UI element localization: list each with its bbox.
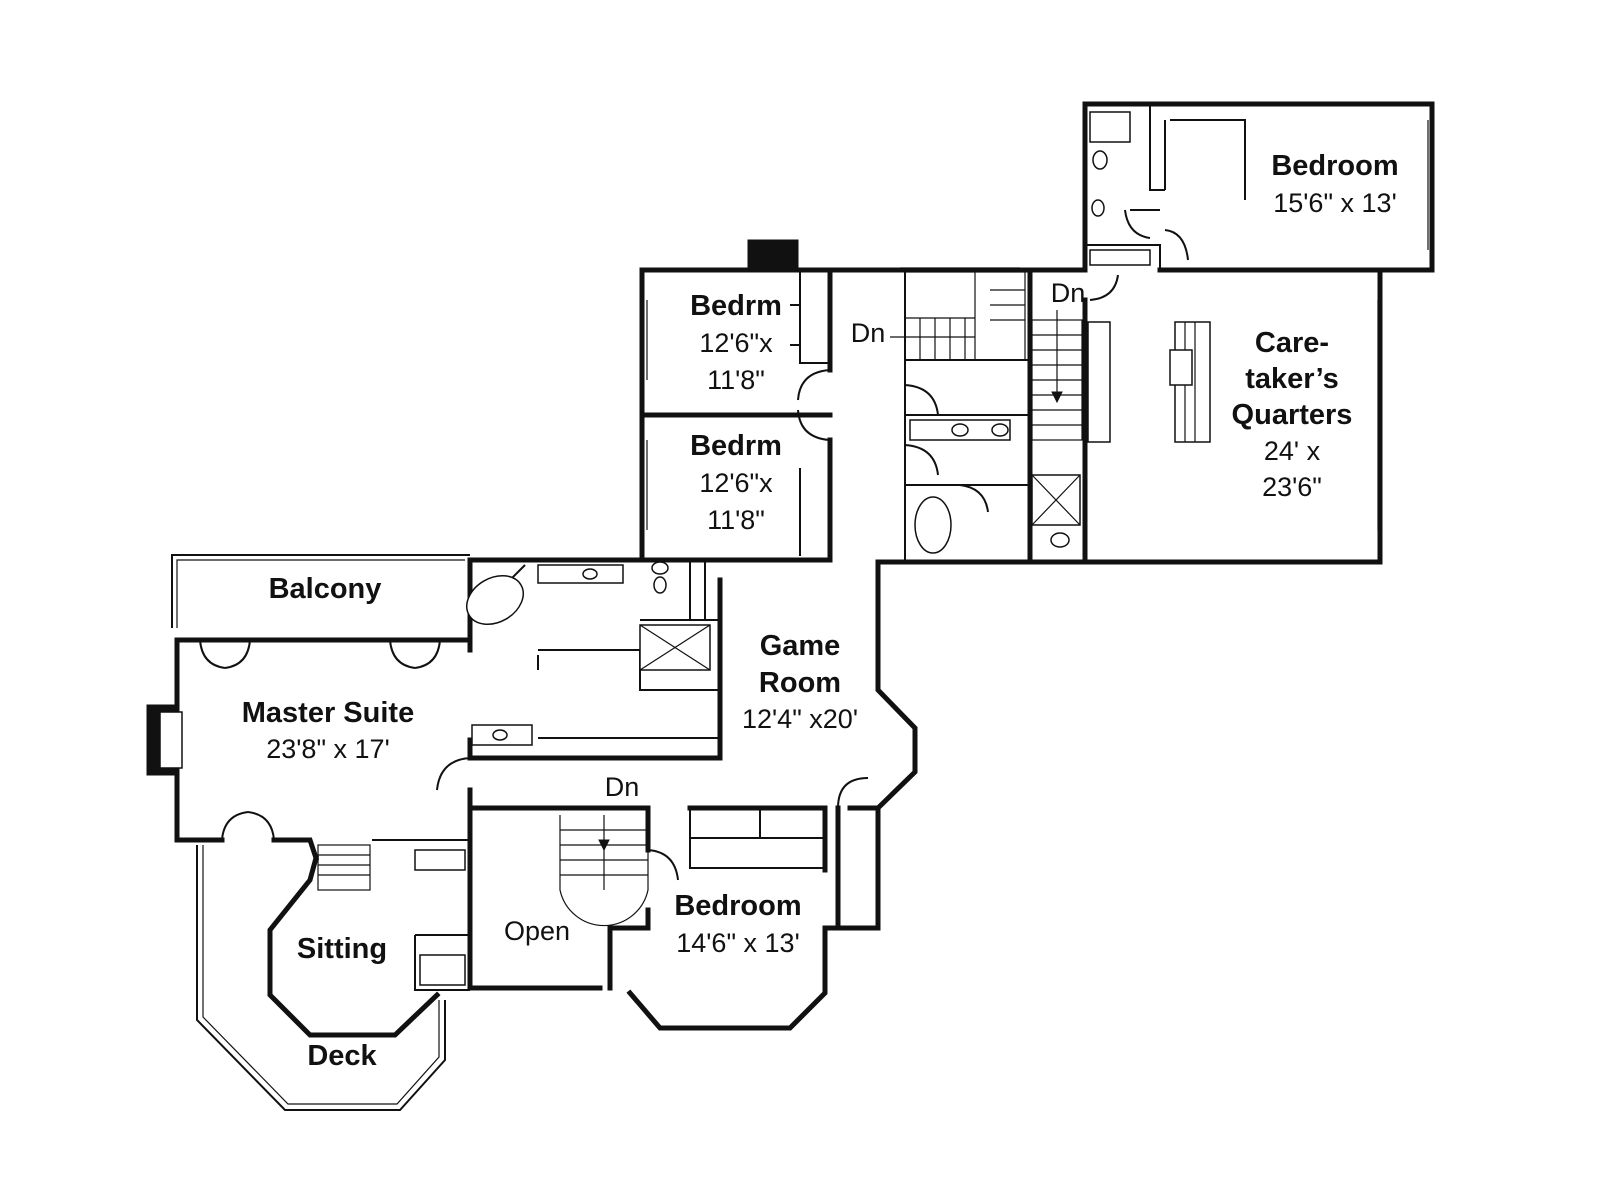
windows bbox=[646, 120, 1429, 530]
bedroom-bottom-name: Bedroom bbox=[674, 890, 801, 922]
hearth bbox=[159, 711, 183, 769]
master-suite-size: 23'8" x 17' bbox=[266, 734, 389, 764]
caretaker-size-line-2: 23'6" bbox=[1262, 472, 1322, 502]
caretaker-name-line-1: Care- bbox=[1255, 327, 1329, 359]
bedroom-top-size: 15'6" x 13' bbox=[1273, 188, 1396, 218]
bedrm-2-name: Bedrm bbox=[690, 430, 782, 462]
bedroom-top-name: Bedroom bbox=[1271, 150, 1398, 182]
room-labels: Bedroom 15'6" x 13' Bedrm 12'6"x 11'8" B… bbox=[242, 150, 1399, 1072]
balcony-name: Balcony bbox=[269, 573, 382, 605]
bedrm-2-size-line-1: 12'6"x bbox=[699, 468, 773, 498]
stair-dn-upper-right: Dn bbox=[1051, 278, 1086, 308]
bedroom-bottom-size: 14'6" x 13' bbox=[676, 928, 799, 958]
game-room-name-line-1: Game bbox=[760, 630, 841, 662]
bedrm-1-size-line-1: 12'6"x bbox=[699, 328, 773, 358]
open-name: Open bbox=[504, 916, 570, 946]
caretaker-name-line-2: taker’s bbox=[1245, 363, 1339, 395]
master-suite-name: Master Suite bbox=[242, 697, 414, 729]
railings bbox=[171, 554, 470, 1111]
stair-dn-lower: Dn bbox=[605, 772, 640, 802]
fixtures bbox=[414, 111, 1211, 986]
game-room-size: 12'4" x20' bbox=[742, 704, 858, 734]
stairs bbox=[317, 271, 1083, 927]
deck-name: Deck bbox=[307, 1040, 377, 1072]
caretaker-name-line-3: Quarters bbox=[1232, 399, 1353, 431]
game-room-name-line-2: Room bbox=[759, 667, 841, 699]
bedrm-2-size-line-2: 11'8" bbox=[707, 505, 765, 535]
caretaker-size-line-1: 24' x bbox=[1264, 436, 1321, 466]
chimney bbox=[747, 239, 799, 269]
doors bbox=[199, 209, 1189, 881]
bedrm-1-size-line-2: 11'8" bbox=[707, 365, 765, 395]
exterior-walls bbox=[174, 101, 1435, 1038]
stair-dn-upper-left: Dn bbox=[851, 318, 886, 348]
bedrm-1-name: Bedrm bbox=[690, 290, 782, 322]
interior-walls bbox=[372, 104, 1246, 991]
sitting-name: Sitting bbox=[297, 933, 387, 965]
